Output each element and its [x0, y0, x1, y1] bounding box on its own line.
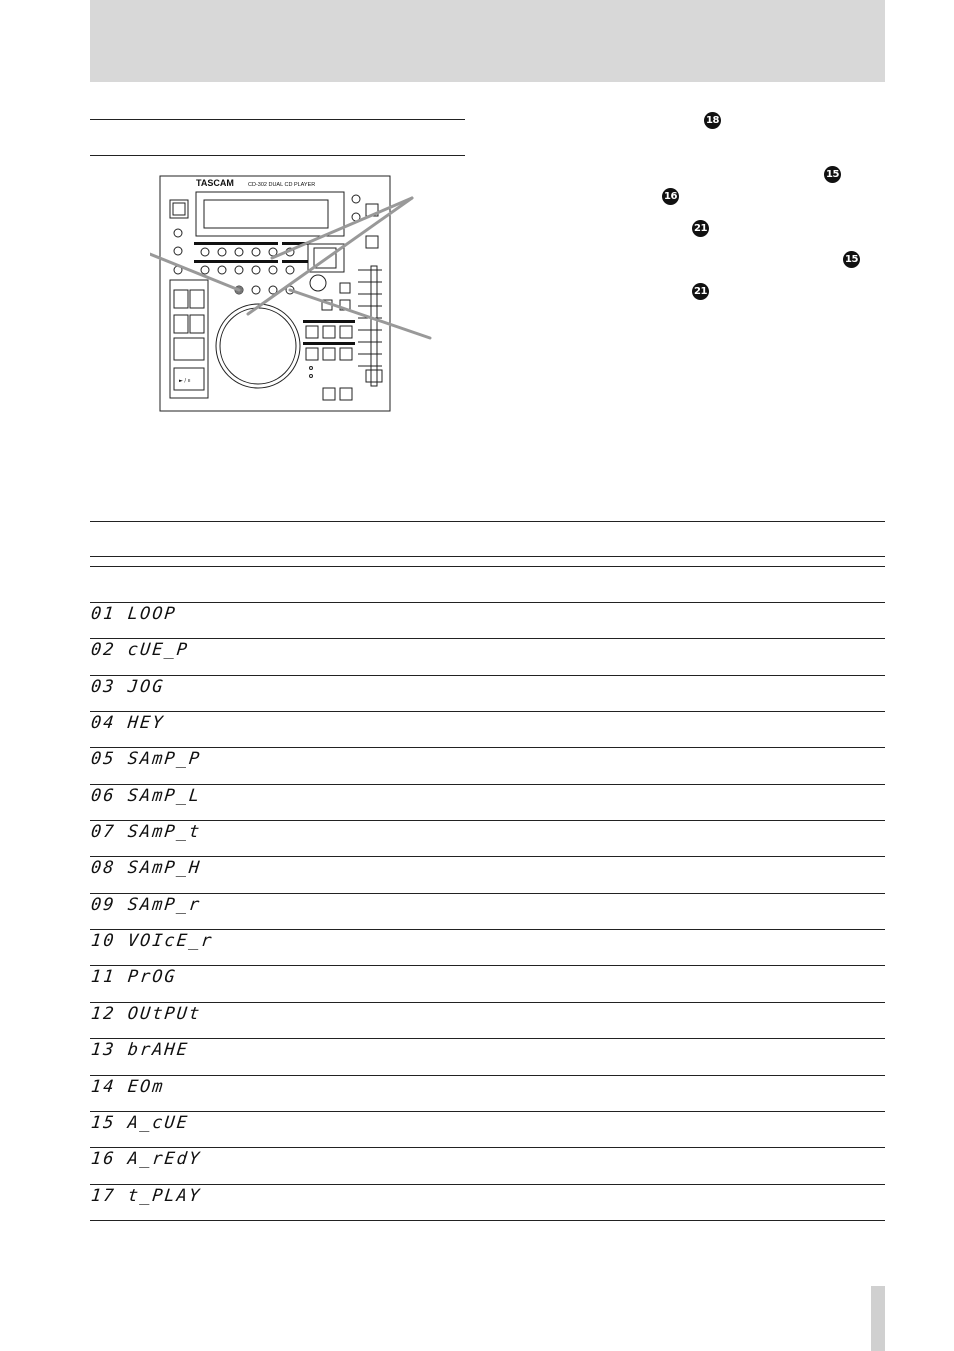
- table-rule-row: [90, 1147, 885, 1148]
- marker-18: 18: [704, 112, 721, 129]
- table-rule-row: [90, 1002, 885, 1003]
- table-row-code: 06 SAmP_L: [90, 786, 203, 806]
- table-rule-row: [90, 675, 885, 676]
- table-row-code: 12 OUtPUt: [90, 1004, 203, 1024]
- table-row-code: 15 A_cUE: [90, 1113, 190, 1133]
- table-rule-bottom: [90, 1220, 885, 1221]
- table-row-code: 01 LOOP: [90, 604, 178, 624]
- table-rule-row: [90, 747, 885, 748]
- header-band: [90, 0, 885, 82]
- table-rule-row: [90, 856, 885, 857]
- table-row-code: 10 VOIcE_r: [90, 931, 215, 951]
- marker-15: 15: [824, 166, 841, 183]
- marker-15: 15: [843, 251, 860, 268]
- table-rule-row: [90, 1184, 885, 1185]
- table-row-code: 14 EOm: [90, 1077, 166, 1097]
- table-rule-row: [90, 602, 885, 603]
- device-illustration: TASCAM CD-302 DUAL CD PLAYER ► / ıı: [150, 175, 432, 412]
- table-rule-row: [90, 784, 885, 785]
- play-pause-label: ► / ıı: [179, 378, 191, 384]
- brand-label: TASCAM: [196, 178, 234, 188]
- table-row-code: 04 HEY: [90, 713, 166, 733]
- table-rule-row: [90, 638, 885, 639]
- table-row-code: 17 t_PLAY: [90, 1186, 203, 1206]
- marker-21: 21: [692, 220, 709, 237]
- table-row-code: 05 SAmP_P: [90, 749, 203, 769]
- table-rule-row: [90, 711, 885, 712]
- table-rule-row: [90, 929, 885, 930]
- section-rule-bottom: [90, 155, 465, 156]
- model-label: CD-302 DUAL CD PLAYER: [248, 182, 315, 188]
- table-rule-row: [90, 820, 885, 821]
- table-rule-row: [90, 1075, 885, 1076]
- table-row-code: 08 SAmP_H: [90, 858, 203, 878]
- page-side-tab: [871, 1286, 885, 1351]
- marker-21: 21: [692, 283, 709, 300]
- table-row-code: 16 A_rEdY: [90, 1149, 203, 1169]
- table-rule-row: [90, 893, 885, 894]
- table-rule-header-2: [90, 566, 885, 567]
- table-row-code: 07 SAmP_t: [90, 822, 203, 842]
- table-row-code: 02 cUE_P: [90, 640, 190, 660]
- section-rule-top: [90, 119, 465, 120]
- table-rule-row: [90, 1111, 885, 1112]
- table-rule-row: [90, 1038, 885, 1039]
- table-rule-row: [90, 965, 885, 966]
- table-row-code: 13 brAHE: [90, 1040, 190, 1060]
- table-row-code: 03 JOG: [90, 677, 166, 697]
- table-row-code: 11 PrOG: [90, 967, 178, 987]
- table-row-code: 09 SAmP_r: [90, 895, 203, 915]
- marker-16: 16: [662, 188, 679, 205]
- table-rule-header-1: [90, 556, 885, 557]
- table-rule-top: [90, 521, 885, 522]
